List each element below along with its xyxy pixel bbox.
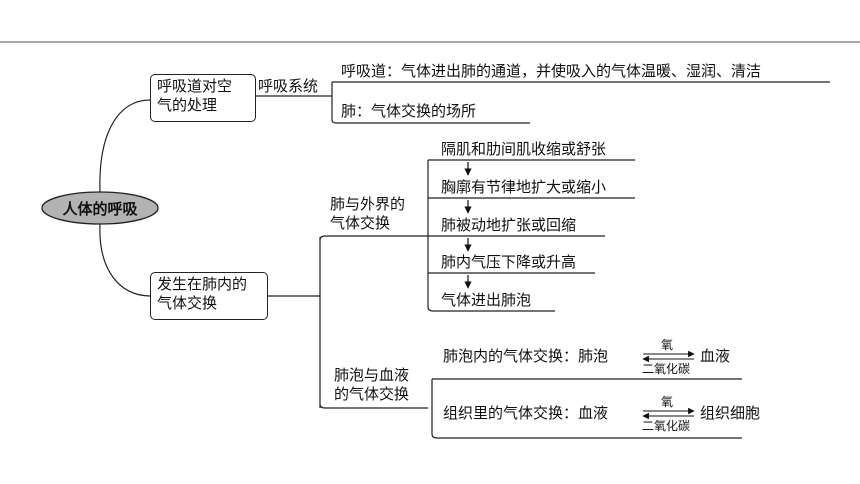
co2-label: 二氧化碳 (642, 362, 691, 376)
airway-box-line2: 气的处理 (157, 96, 218, 114)
airway-treatment-box: 呼吸道对空 气的处理 (150, 74, 256, 122)
oxygen-label: 氧 (661, 338, 674, 352)
root-node: 人体的呼吸 (62, 199, 138, 218)
external-exchange-line1: 肺与外界的 (330, 195, 406, 213)
lung-box-line2: 气体交换 (157, 294, 218, 312)
lung-description: 肺：气体交换的场所 (341, 102, 477, 120)
airway-description: 呼吸道：气体进出肺的通道，并使吸入的气体温暖、湿润、清洁 (341, 62, 762, 80)
co2-label: 二氧化碳 (642, 419, 691, 433)
step-item: 肺内气压下降或升高 (441, 253, 577, 271)
root-to-branch1 (99, 99, 151, 193)
alveolar-exchange-line2: 的气体交换 (334, 385, 410, 403)
alveoli-exchange-prefix: 肺泡内的气体交换：肺泡 (443, 347, 609, 365)
step-item: 肺被动地扩张或回缩 (441, 216, 577, 234)
step-item: 隔肌和肋间肌收缩或舒张 (441, 140, 607, 158)
root-to-branch2 (99, 223, 151, 297)
tissue-exchange-prefix: 组织里的气体交换：血液 (443, 404, 609, 422)
external-exchange-line2: 气体交换 (330, 214, 391, 232)
step-item: 胸廓有节律地扩大或缩小 (441, 178, 607, 196)
alveoli-exchange-suffix: 血液 (700, 347, 731, 365)
respiratory-system-label: 呼吸系统 (258, 77, 319, 95)
lung-box-line1: 发生在肺内的 (157, 275, 248, 293)
lung-exchange-box: 发生在肺内的 气体交换 (150, 272, 268, 320)
step-item: 气体进出肺泡 (441, 291, 532, 309)
oxygen-label: 氧 (661, 395, 674, 409)
tissue-exchange-suffix: 组织细胞 (700, 404, 761, 422)
airway-box-line1: 呼吸道对空 (157, 77, 233, 95)
alveolar-exchange-line1: 肺泡与血液 (334, 366, 410, 384)
